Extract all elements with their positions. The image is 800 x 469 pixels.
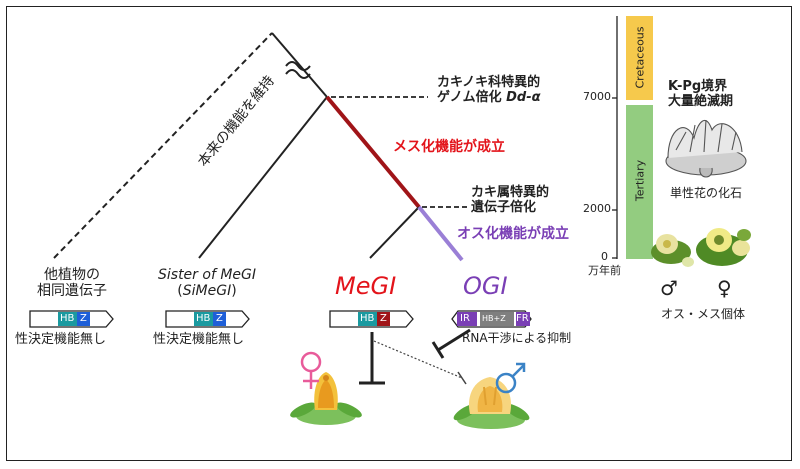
figure-frame (6, 6, 792, 461)
axis-break-icon (285, 61, 311, 79)
meg-function-label: メス化機能が成立 (393, 139, 505, 155)
branch-root (271, 32, 328, 98)
rna-interference-path (373, 340, 463, 379)
branch-other-plants (53, 32, 273, 259)
branch-ogi (417, 205, 464, 262)
tertiary-band (626, 105, 653, 259)
branch-simegi (198, 96, 328, 259)
branch-megi (369, 206, 420, 259)
gene-megi-label: MeGI (335, 272, 397, 300)
og-function-label: オス化機能が成立 (457, 226, 569, 242)
tick-label-7000: 7000 (583, 90, 611, 103)
female-symbol-text: ♀ (717, 276, 732, 300)
gene-box-ogi (451, 310, 532, 328)
period-cretaceous: Cretaceous (633, 26, 647, 89)
rna-interference-bar (457, 371, 467, 385)
gene-other-hb: HB (60, 313, 75, 324)
male-symbol-icon (495, 362, 526, 394)
period-tertiary: Tertiary (633, 159, 647, 202)
gene-ogi-label: OGI (463, 272, 508, 300)
male-flower-icon (453, 377, 530, 429)
fossil-flower-icon (665, 119, 747, 178)
tick-label-0: 0 (601, 250, 608, 263)
gene-simegi-hb: HB (196, 313, 211, 324)
gene-simegi-z: Z (216, 313, 223, 324)
tick-label-2000: 2000 (583, 202, 611, 215)
ogi-inhibit-bar (431, 341, 445, 359)
gene-box-megi (329, 310, 414, 328)
gene-megi-hb: HB (360, 313, 375, 324)
ogi-inhibit-line (437, 328, 471, 352)
gene-megi-z: Z (380, 313, 387, 324)
branch-megi-function (325, 95, 421, 209)
gene-other-label: 他植物の 相同遺伝子 (37, 267, 107, 300)
gene-ogi-ir: IR (460, 313, 470, 324)
annotation-gene-duplication: カキ属特異的 遺伝子倍化 (471, 185, 550, 215)
persimmon-individuals-photo (651, 228, 751, 267)
male-symbol-text: ♂ (660, 276, 678, 300)
gene-ogi-fr: FR (516, 313, 529, 324)
gene-other-z: Z (80, 313, 87, 324)
fossil-caption: 単性花の化石 (670, 186, 743, 200)
annotation-genome-duplication: カキノキ科特異的 ゲノム倍化 Dd-α (437, 75, 541, 105)
gene-simegi-label: Sister of MeGI (SiMeGI) (158, 267, 256, 300)
kpg-boundary-label: K-Pg境界 大量絶滅期 (668, 79, 734, 109)
gene-box-simegi (165, 310, 250, 328)
rna-interference-note: RNA干渉による抑制 (462, 331, 572, 345)
female-flower-icon (290, 372, 362, 425)
timeline-axis (612, 16, 653, 259)
individuals-caption: オス・メス個体 (661, 307, 746, 321)
gene-simegi-note: 性決定機能無し (153, 332, 245, 347)
timeline-unit: 万年前 (588, 264, 621, 277)
gene-other-note: 性決定機能無し (15, 332, 107, 347)
female-symbol-icon (300, 351, 322, 389)
gene-box-other (29, 310, 114, 328)
gene-ogi-hbz: HB+Z (482, 314, 506, 323)
cretaceous-band (626, 16, 653, 100)
